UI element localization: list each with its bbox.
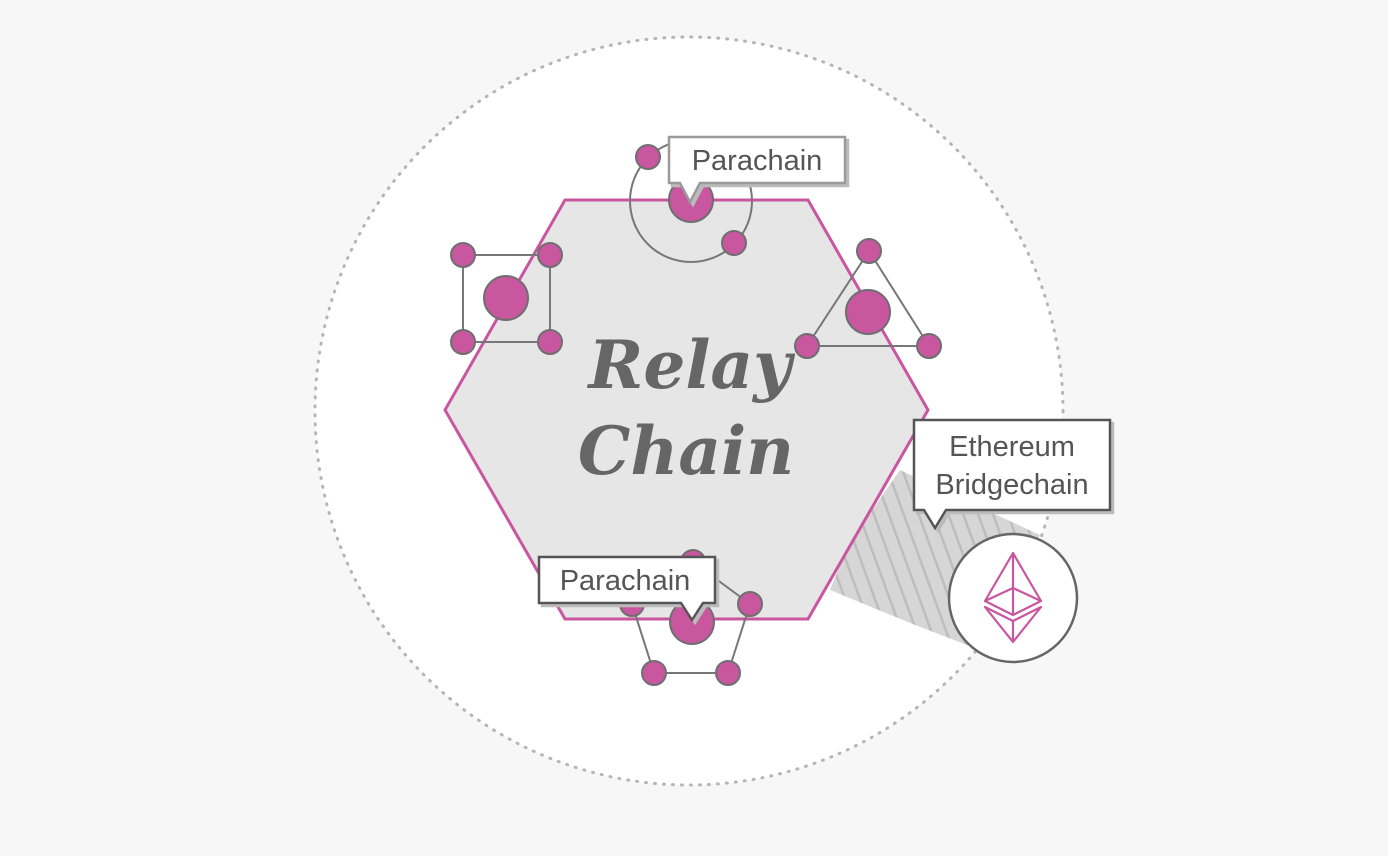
parachain-square-frame xyxy=(462,254,551,343)
callout-parachain-bottom: Parachain xyxy=(537,555,717,623)
parachain-square xyxy=(450,242,563,355)
relay-chain-label-line1: Relay xyxy=(586,326,796,404)
callout-parachain-top-box xyxy=(667,135,847,205)
parachain-pentagon-node xyxy=(715,660,741,686)
parachain-triangle-collator xyxy=(845,289,891,335)
parachain-triangle-node xyxy=(916,333,942,359)
relay-chain-hexagon xyxy=(443,198,930,621)
ethereum-bridge-node xyxy=(947,532,1079,664)
parachain-square-collator xyxy=(483,275,529,321)
parachain-triangle-node xyxy=(794,333,820,359)
callout-bridgechain-label-line2: Bridgechain xyxy=(935,469,1088,501)
callout-bridgechain-label-line1: Ethereum xyxy=(949,431,1075,463)
parachain-square-node xyxy=(537,329,563,355)
parachain-ring-node xyxy=(635,144,661,170)
callout-parachain-bottom-label: Parachain xyxy=(560,565,691,597)
ethereum-icon xyxy=(983,551,1043,644)
parachain-pentagon-node xyxy=(641,660,667,686)
callout-parachain-top-label: Parachain xyxy=(692,145,823,177)
parachain-ring-node xyxy=(721,230,747,256)
parachain-square-node xyxy=(450,242,476,268)
callout-parachain-top: Parachain xyxy=(667,135,847,205)
callout-bridgechain-box xyxy=(912,418,1112,531)
parachain-triangle-node xyxy=(856,238,882,264)
parachain-square-node xyxy=(450,329,476,355)
callout-bridgechain: Ethereum Bridgechain xyxy=(912,418,1112,531)
parachain-pentagon-node xyxy=(737,591,763,617)
relay-chain-label-line2: Chain xyxy=(578,412,794,490)
callout-parachain-bottom-box xyxy=(537,555,717,623)
parachain-triangle xyxy=(794,238,942,359)
parachain-square-node xyxy=(537,242,563,268)
parachain-triangle-frame xyxy=(805,249,931,347)
